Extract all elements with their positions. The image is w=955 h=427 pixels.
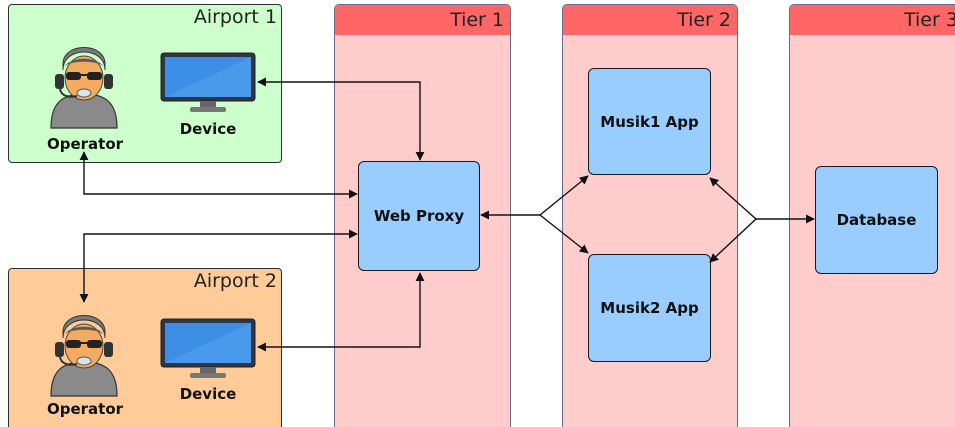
tier-2-header: [563, 5, 737, 35]
junction-musik1-connector: [539, 175, 589, 216]
airport-1-operator-label: Operator: [46, 135, 124, 153]
junction-musik2-connector: [539, 214, 589, 254]
musik2-junction-connector: [709, 218, 757, 263]
tier-1-header: [335, 5, 510, 35]
device2-proxy-connector: [257, 272, 425, 352]
airport-1-title: Airport 1: [193, 6, 277, 28]
airport-2-device-label: Device: [179, 385, 237, 403]
tier-3-title: Tier 3: [904, 9, 955, 31]
database-node[interactable]: Database: [815, 166, 938, 274]
tier-3-header: [790, 5, 955, 35]
operator-headset-icon: [50, 47, 118, 129]
airport-2-operator-label: Operator: [46, 400, 124, 418]
device1-proxy-connector: [257, 77, 425, 161]
monitor-icon: [160, 52, 256, 112]
operator1-proxy-connector: [79, 151, 358, 199]
musik1-junction-connector: [709, 177, 757, 220]
airport-1-device-label: Device: [179, 120, 237, 138]
operator-headset-icon: [50, 315, 118, 397]
monitor-icon: [160, 318, 256, 378]
musik2-app-node[interactable]: Musik2 App: [588, 254, 711, 362]
tier-1-title: Tier 1: [450, 9, 504, 31]
web-proxy-node[interactable]: Web Proxy: [358, 161, 480, 271]
proxy-operator2-connector: [79, 229, 358, 303]
tier-2-title: Tier 2: [677, 9, 731, 31]
musik1-app-node[interactable]: Musik1 App: [588, 68, 711, 175]
